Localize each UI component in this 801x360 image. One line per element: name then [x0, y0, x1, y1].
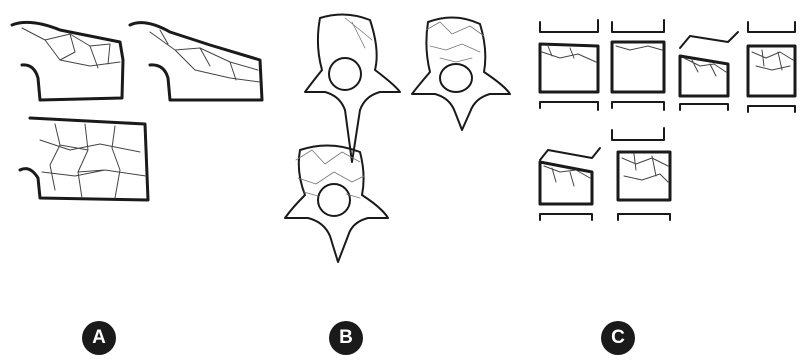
panel-c-segment-5 — [540, 148, 600, 220]
panel-b-vertebra-3 — [285, 145, 388, 262]
panel-a-drawings — [12, 22, 262, 200]
panel-label-a: A — [82, 321, 116, 355]
panel-label-c: C — [601, 321, 635, 355]
panel-label-b: B — [329, 321, 363, 355]
panel-c-segment-4 — [748, 22, 795, 112]
panel-a-body-2 — [130, 23, 262, 100]
panel-c-segment-1 — [540, 20, 598, 110]
panel-a-body-1 — [12, 22, 123, 100]
panel-b-vertebra-1 — [305, 14, 400, 162]
panel-c-segment-2 — [612, 20, 664, 140]
panel-a-body-3 — [20, 118, 148, 200]
panel-c-segment-6 — [618, 152, 670, 220]
panel-label-c-text: C — [611, 327, 625, 349]
panel-label-a-text: A — [92, 327, 106, 349]
panel-b-drawings — [285, 14, 510, 262]
panel-b-vertebra-2 — [412, 17, 510, 130]
panel-label-b-text: B — [339, 327, 353, 349]
panel-c-segment-3 — [680, 32, 738, 110]
panel-c-drawings — [540, 20, 795, 220]
